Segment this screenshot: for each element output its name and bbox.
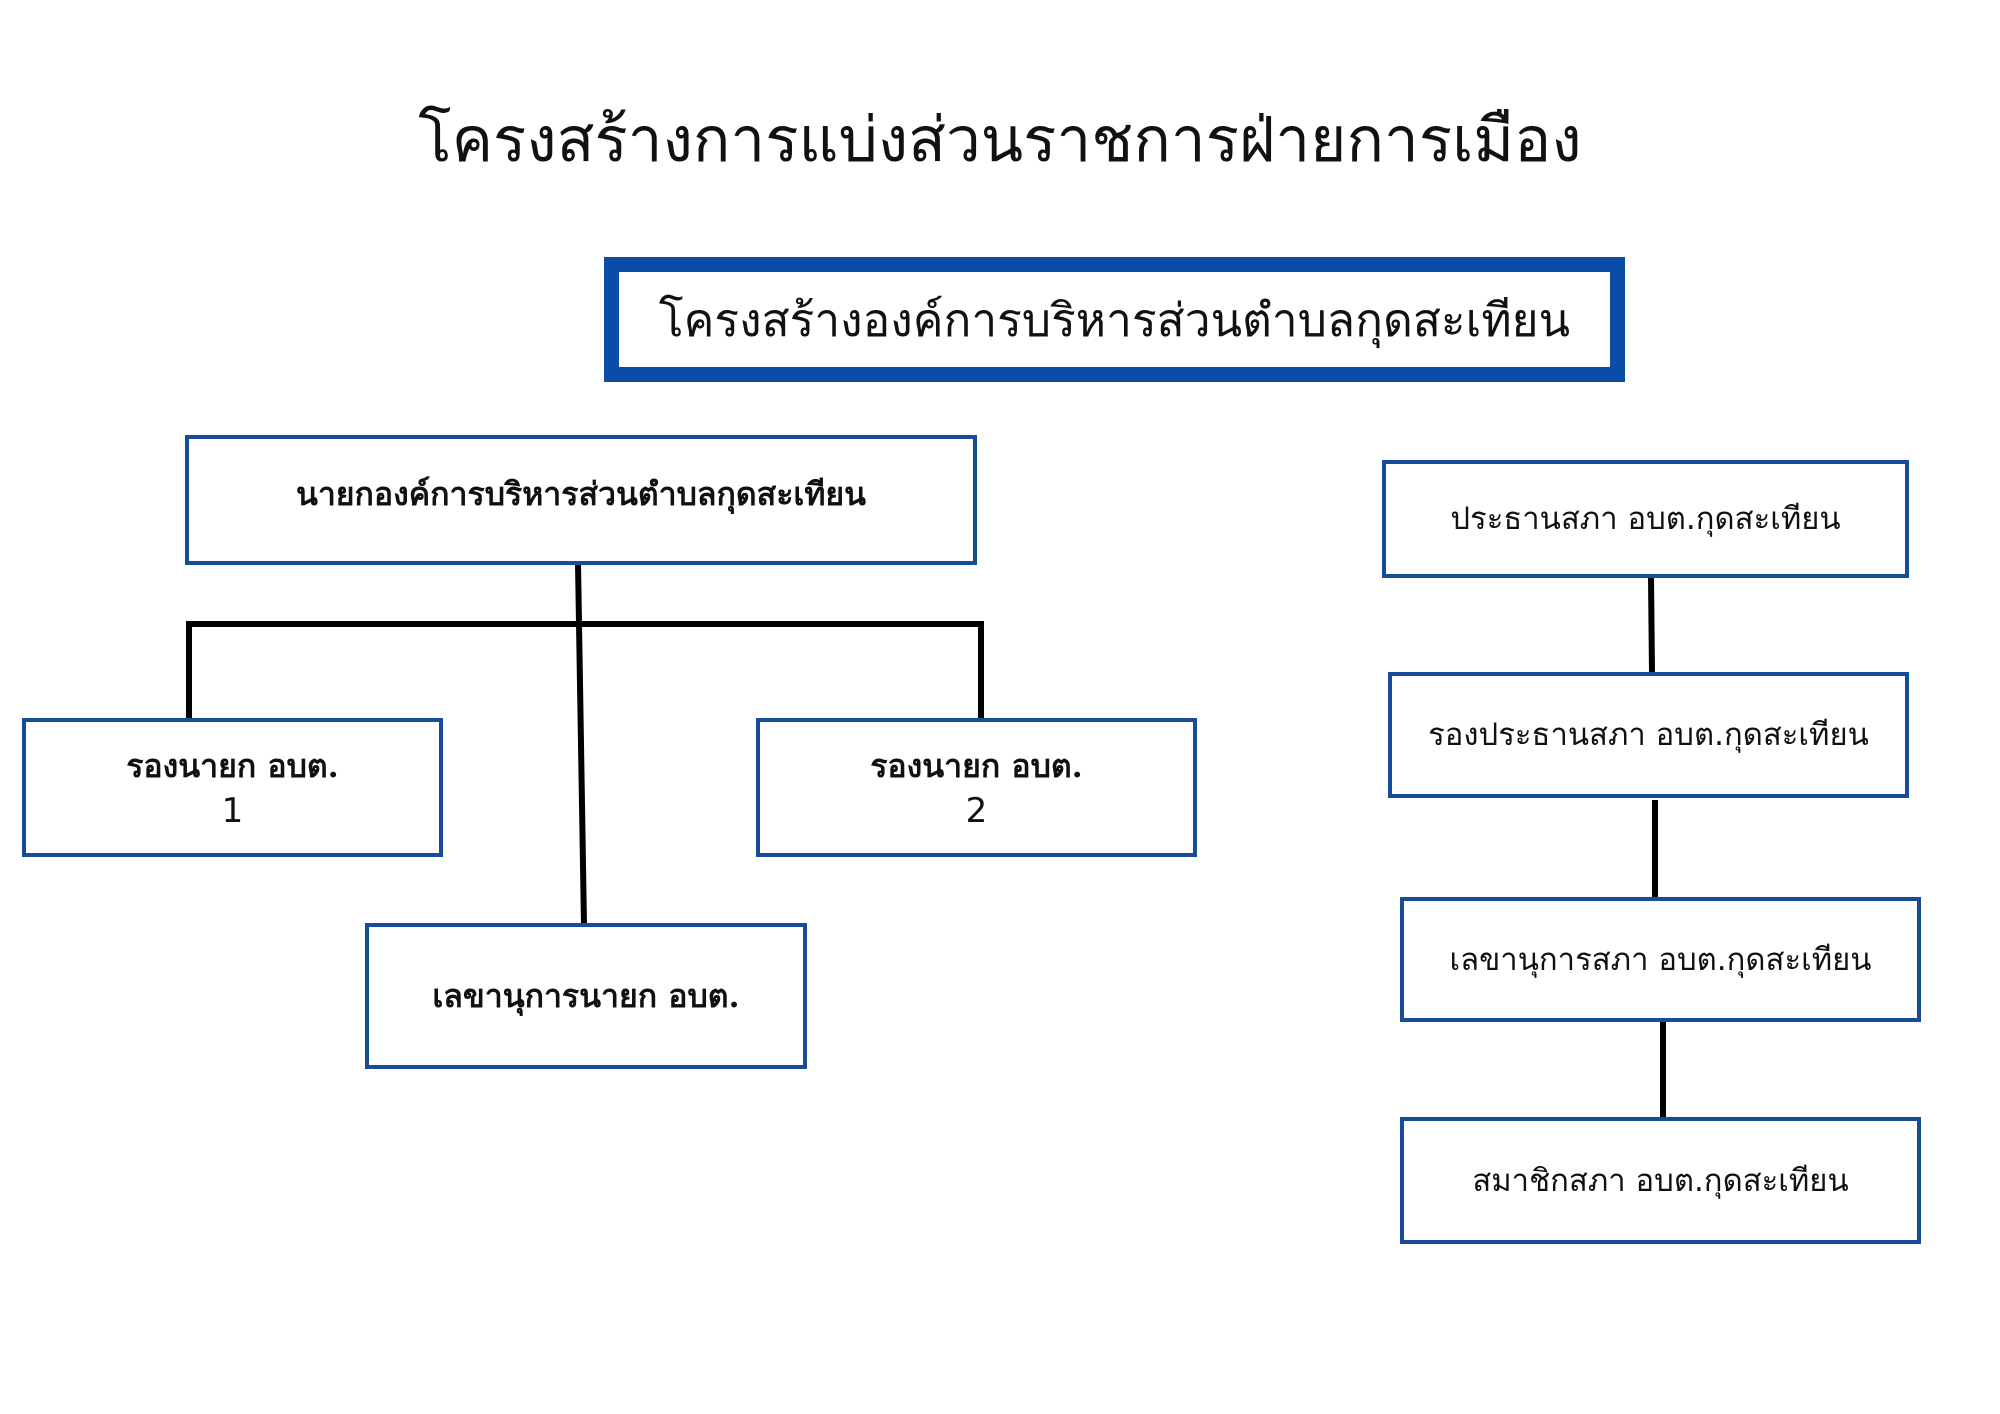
mayor-label: นายกองค์การบริหารส่วนตำบลกุดสะเทียน bbox=[295, 475, 867, 513]
page-title: โครงสร้างการแบ่งส่วนราชการฝ่ายการเมือง bbox=[418, 103, 1582, 176]
deputy-mayor-2-label: รองนายก อบต. bbox=[870, 746, 1083, 785]
head-to-secretary-line bbox=[575, 562, 587, 926]
council-secretary-label: เลขานุการสภา อบต.กุดสะเทียน bbox=[1449, 941, 1872, 978]
deputy-mayor-1-label: รองนายก อบต. bbox=[126, 746, 339, 785]
council-vice-chair-box: รองประธานสภา อบต.กุดสะเทียน bbox=[1388, 672, 1909, 798]
deputy-mayor-2-box: รองนายก อบต. 2 bbox=[756, 718, 1197, 857]
deputy-mayor-1-number: 1 bbox=[221, 790, 244, 831]
organization-title: โครงสร้างองค์การบริหารส่วนตำบลกุดสะเทียน bbox=[658, 292, 1571, 347]
mayor-box: นายกองค์การบริหารส่วนตำบลกุดสะเทียน bbox=[185, 435, 977, 565]
council-members-box: สมาชิกสภา อบต.กุดสะเทียน bbox=[1400, 1117, 1921, 1244]
organization-title-box: โครงสร้างองค์การบริหารส่วนตำบลกุดสะเทียน bbox=[604, 257, 1625, 382]
mayor-secretary-box: เลขานุการนายก อบต. bbox=[365, 923, 807, 1069]
council-secretary-box: เลขานุการสภา อบต.กุดสะเทียน bbox=[1400, 897, 1921, 1022]
chair-to-vice-chair-line bbox=[1648, 577, 1655, 673]
deputy-mayor-2-number: 2 bbox=[965, 790, 988, 831]
council-vice-chair-label: รองประธานสภา อบต.กุดสะเทียน bbox=[1428, 717, 1869, 753]
mayor-secretary-label: เลขานุการนายก อบต. bbox=[432, 977, 740, 1015]
council-chair-box: ประธานสภา อบต.กุดสะเทียน bbox=[1382, 460, 1909, 578]
council-members-label: สมาชิกสภา อบต.กุดสะเทียน bbox=[1472, 1162, 1849, 1199]
council-chair-label: ประธานสภา อบต.กุดสะเทียน bbox=[1450, 501, 1841, 537]
deputy-mayor-1-box: รองนายก อบต. 1 bbox=[22, 718, 443, 857]
